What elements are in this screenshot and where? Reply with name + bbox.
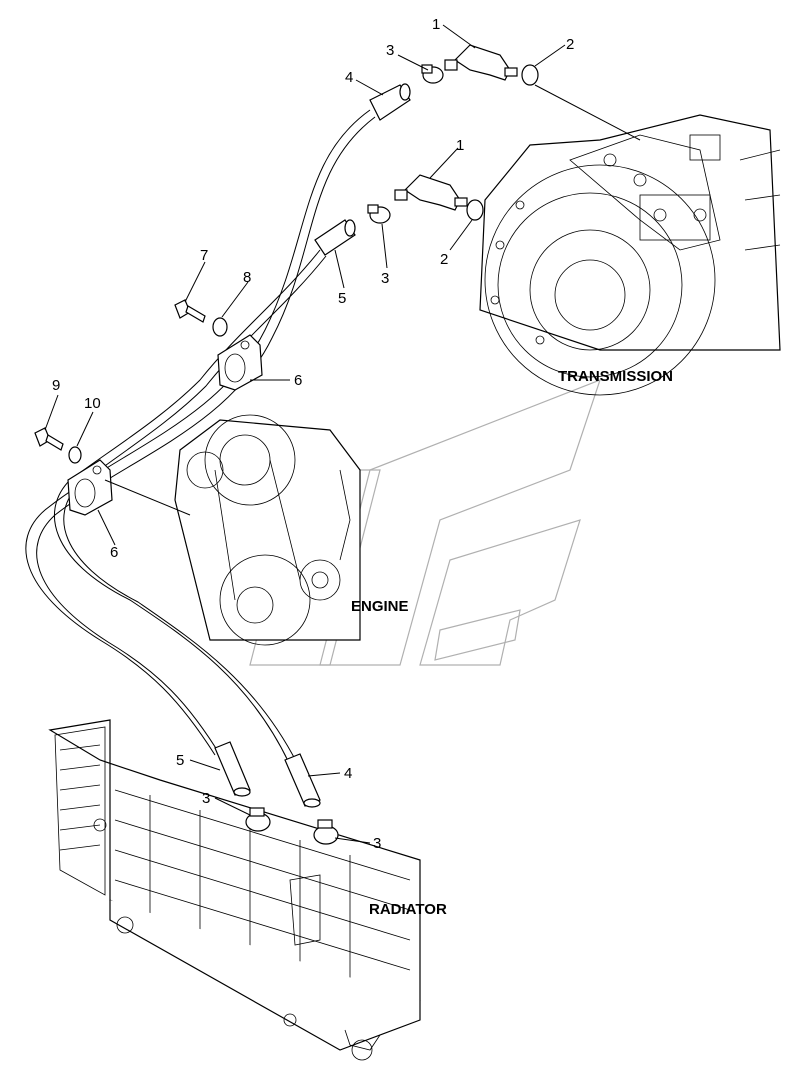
elbow-fitting-top (444, 44, 518, 81)
callout-1-mid: 1 (456, 137, 464, 154)
bolt-7 (174, 299, 206, 323)
leader-lines (44, 24, 641, 844)
callout-4-top: 4 (345, 69, 353, 86)
callout-4-low: 4 (344, 765, 352, 782)
hose-bracket-upper (217, 334, 263, 391)
clamp-top (421, 64, 444, 84)
hose-bracket-lower (67, 459, 113, 516)
callout-10: 10 (84, 395, 101, 412)
hose-sleeve-5-mid (314, 219, 356, 256)
callout-9: 9 (52, 377, 60, 394)
hose-sleeve-5-low (214, 741, 251, 797)
section-label-engine: ENGINE (351, 598, 409, 615)
hose-sleeve-4-low (284, 753, 321, 808)
callout-1-top: 1 (432, 16, 440, 33)
engine-illustration (174, 414, 361, 646)
washer-8 (212, 317, 228, 337)
radiator-illustration (48, 719, 421, 1061)
callout-6-upper: 6 (294, 372, 302, 389)
callout-3-top: 3 (386, 42, 394, 59)
callout-7: 7 (200, 247, 208, 264)
callout-3-low-left: 3 (202, 790, 210, 807)
washer-10 (68, 446, 82, 464)
section-label-radiator: RADIATOR (369, 901, 447, 918)
o-ring-mid (466, 199, 484, 221)
clamp-mid (367, 204, 391, 224)
callout-3-low-right: 3 (373, 835, 381, 852)
section-label-transmission: TRANSMISSION (558, 368, 673, 385)
bolt-9 (34, 427, 64, 451)
callout-8: 8 (243, 269, 251, 286)
clamp-low-right (313, 819, 339, 845)
hose-sleeve-4-top (369, 83, 411, 121)
transmission-illustration (479, 114, 781, 396)
callout-5-mid: 5 (338, 290, 346, 307)
callout-3-mid: 3 (381, 270, 389, 287)
callout-2-mid: 2 (440, 251, 448, 268)
elbow-fitting-mid (394, 174, 468, 211)
clamp-low-left (245, 807, 271, 832)
callout-2-top: 2 (566, 36, 574, 53)
callout-5-low: 5 (176, 752, 184, 769)
o-ring-top (521, 64, 539, 86)
callout-6-lower: 6 (110, 544, 118, 561)
